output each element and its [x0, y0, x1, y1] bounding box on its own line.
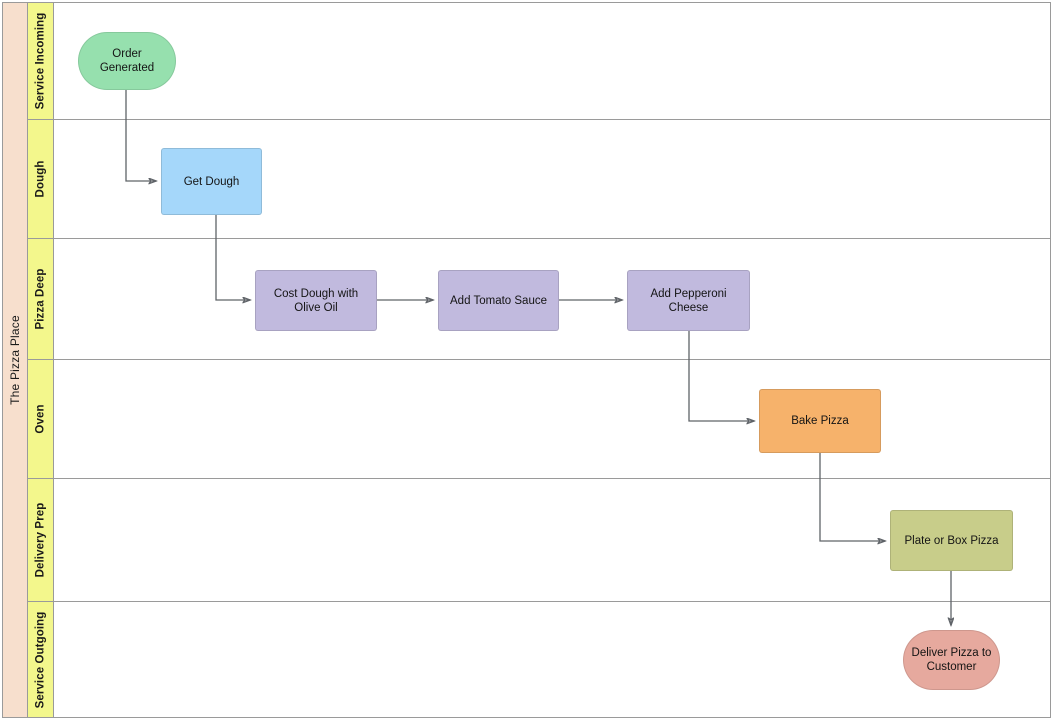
lane-header-oven[interactable]: Oven	[28, 360, 54, 478]
lane-oven[interactable]: Oven	[28, 359, 1050, 478]
lane-service-outgoing[interactable]: Service Outgoing	[28, 601, 1050, 717]
lane-label-service-outgoing: Service Outgoing	[34, 611, 47, 708]
node-add-pepperoni[interactable]: Add Pepperoni Cheese	[627, 270, 750, 331]
lane-body-oven	[54, 360, 1050, 478]
node-plate-or-box[interactable]: Plate or Box Pizza	[890, 510, 1013, 571]
node-bake-pizza[interactable]: Bake Pizza	[759, 389, 881, 453]
lane-label-pizza-deep: Pizza Deep	[34, 268, 47, 330]
lane-header-service-outgoing[interactable]: Service Outgoing	[28, 602, 54, 717]
node-label-add-pepperoni: Add Pepperoni Cheese	[650, 287, 727, 314]
node-label-get-dough: Get Dough	[183, 175, 240, 188]
node-add-tomato-sauce[interactable]: Add Tomato Sauce	[438, 270, 559, 331]
pool-title: The Pizza Place	[8, 315, 22, 405]
node-coat-dough[interactable]: Cost Dough with Olive Oil	[255, 270, 377, 331]
lane-header-service-incoming[interactable]: Service Incoming	[28, 3, 54, 119]
lane-service-incoming[interactable]: Service Incoming	[28, 3, 1050, 119]
node-order-generated[interactable]: Order Generated	[78, 32, 176, 90]
lane-header-dough[interactable]: Dough	[28, 120, 54, 238]
node-label-plate-or-box: Plate or Box Pizza	[904, 534, 999, 547]
node-label-bake-pizza: Bake Pizza	[791, 415, 849, 427]
lane-body-service-incoming	[54, 3, 1050, 119]
node-label-coat-dough: Cost Dough with Olive Oil	[273, 287, 359, 314]
lane-label-dough: Dough	[34, 160, 47, 198]
node-get-dough[interactable]: Get Dough	[161, 148, 262, 215]
node-label-add-tomato-sauce: Add Tomato Sauce	[450, 294, 547, 307]
lane-label-oven: Oven	[34, 404, 47, 434]
lane-label-delivery-prep: Delivery Prep	[34, 502, 47, 578]
node-deliver-pizza[interactable]: Deliver Pizza to Customer	[903, 630, 1000, 690]
pool-header[interactable]: The Pizza Place	[3, 3, 28, 717]
lane-label-service-incoming: Service Incoming	[34, 12, 47, 110]
lane-body-service-outgoing	[54, 602, 1050, 717]
node-label-order-generated: Order Generated	[99, 48, 155, 74]
lane-header-delivery-prep[interactable]: Delivery Prep	[28, 479, 54, 601]
lane-header-pizza-deep[interactable]: Pizza Deep	[28, 239, 54, 359]
node-label-deliver-pizza: Deliver Pizza to Customer	[911, 647, 992, 673]
